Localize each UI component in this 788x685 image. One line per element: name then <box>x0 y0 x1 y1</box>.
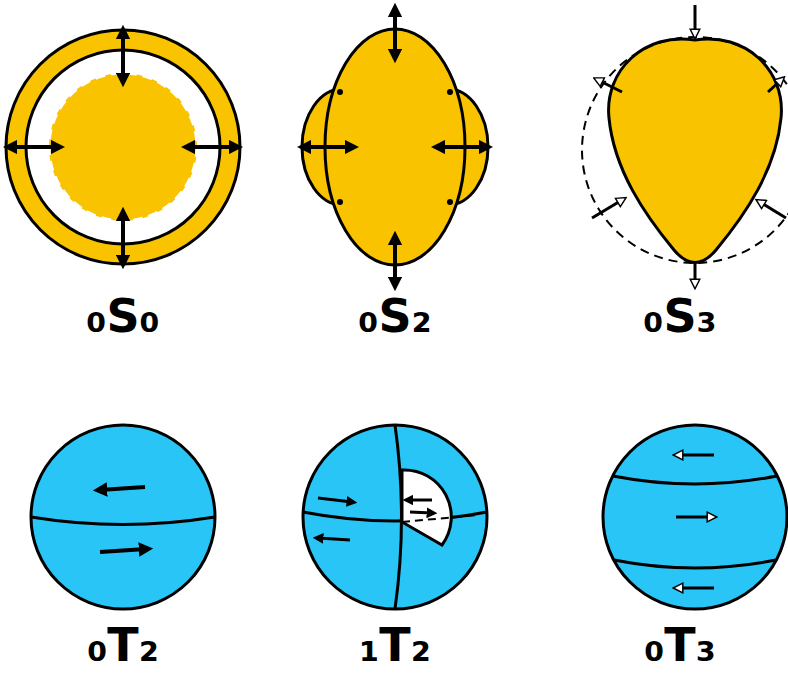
rotation-arrow-part <box>676 516 712 519</box>
displacement-arrow-part <box>598 80 622 92</box>
rotation-arrow <box>676 455 714 588</box>
torsional-overtone-sphere-part <box>402 515 478 522</box>
torsional-overtone-sphere-part <box>402 470 451 545</box>
torsional-overtone-sphere-part <box>303 512 487 521</box>
double-arrow-part <box>438 145 486 149</box>
rotation-arrow-part <box>100 487 145 490</box>
radial-mode-sphere-part <box>6 30 240 264</box>
rotation-arrow-part <box>100 549 146 552</box>
rotation-arrow <box>100 487 146 552</box>
mode-label: ₀T₂ <box>87 622 159 668</box>
double-arrow <box>10 32 236 262</box>
torsional-mode-sphere-part <box>614 560 776 568</box>
double-arrow-part <box>304 145 352 149</box>
double-arrow-part <box>393 10 397 56</box>
displacement-arrow <box>592 5 786 284</box>
mode-label: ₀S₀ <box>86 293 159 339</box>
rotation-arrow-part <box>410 512 432 513</box>
football-mode-shape-part <box>337 199 343 205</box>
torsional-mode-sphere-part <box>603 425 787 609</box>
displacement-arrow-part <box>694 262 697 284</box>
football-mode-shape-part <box>447 89 453 95</box>
football-mode-shape-part <box>337 89 343 95</box>
double-arrow <box>304 10 486 284</box>
football-mode-shape <box>302 29 488 265</box>
double-arrow-part <box>10 145 58 149</box>
double-arrow-part <box>393 238 397 284</box>
rotation-arrow-part <box>318 538 350 540</box>
pear-mode-shape-part <box>582 37 788 263</box>
rotation-arrow-part <box>678 587 714 590</box>
displacement-arrow-part <box>760 202 786 218</box>
pear-mode-shape-part <box>609 39 782 263</box>
rotation-arrow-part <box>678 454 714 457</box>
displacement-arrow-part <box>592 200 622 218</box>
torsional-overtone-sphere-part <box>303 425 487 609</box>
mode-label: ₀T₃ <box>644 622 716 668</box>
double-arrow-part <box>121 32 125 80</box>
radial-mode-sphere-part <box>49 73 197 221</box>
displacement-arrow-part <box>694 5 697 34</box>
radial-mode-sphere <box>6 30 240 264</box>
football-mode-shape-part <box>447 199 453 205</box>
rotation-arrow-part <box>318 498 352 502</box>
torsional-mode-sphere <box>31 425 215 609</box>
torsional-mode-sphere-part <box>31 517 215 525</box>
mode-label: ₀S₃ <box>643 293 716 339</box>
double-arrow-part <box>121 214 125 262</box>
torsional-mode-sphere-part <box>613 476 777 484</box>
double-arrow-part <box>188 145 236 149</box>
torsional-mode-sphere-part <box>31 425 215 609</box>
pear-mode-shape <box>582 37 788 263</box>
displacement-arrow-part <box>768 80 781 92</box>
torsional-mode-sphere <box>603 425 787 609</box>
mode-label: ₁T₂ <box>359 622 431 668</box>
mode-label: ₀S₂ <box>358 293 431 339</box>
torsional-overtone-sphere <box>303 425 487 609</box>
rotation-arrow-part <box>408 499 432 502</box>
rotation-arrow <box>318 498 432 540</box>
